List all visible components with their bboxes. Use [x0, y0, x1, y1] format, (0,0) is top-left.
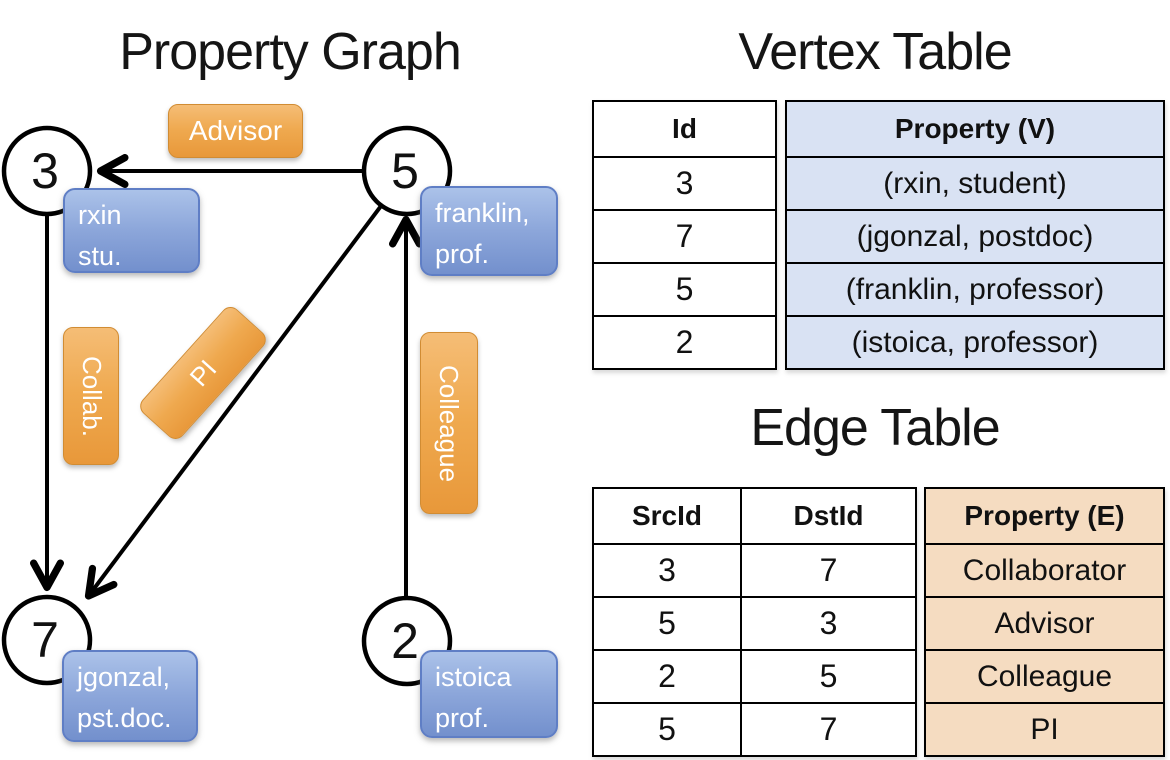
node-3-id: 3	[31, 143, 59, 199]
vertex-table-id-cell: 3	[594, 156, 775, 209]
edge-table-property-cell: Collaborator	[926, 543, 1163, 596]
edge-table-property-header: Property (E)	[926, 489, 1163, 543]
edge-table-property-cell: Advisor	[926, 596, 1163, 649]
vertex-table-property-cell: (istoica, professor)	[787, 315, 1163, 368]
vertex-2-property-line2: prof.	[435, 702, 490, 733]
property-graph-title: Property Graph	[119, 23, 462, 81]
vertex-table-property-cell: (rxin, student)	[787, 156, 1163, 209]
edge-table-srcid-cell: 5	[594, 596, 742, 649]
vertex-7-property-line2: pst.doc.	[77, 702, 172, 733]
vertex-table-id-cell: 2	[594, 315, 775, 368]
edge-table-property-cell: PI	[926, 702, 1163, 755]
vertex-table-id-cell: 5	[594, 262, 775, 315]
edge-table-title: Edge Table	[750, 399, 1000, 457]
edge-table-property-cell: Colleague	[926, 649, 1163, 702]
vertex-table-property-cell: (jgonzal, postdoc)	[787, 209, 1163, 262]
edge-table-property-column: Property (E) Collaborator Advisor Collea…	[924, 487, 1165, 757]
edge-table-srcid-cell: 3	[594, 543, 742, 596]
vertex-table-property-column: Property (V) (rxin, student) (jgonzal, p…	[785, 100, 1165, 370]
edge-table-id-columns: SrcId DstId 3 7 5 3 2 5 5 7	[592, 487, 917, 757]
edge-table-srcid-cell: 2	[594, 649, 742, 702]
edge-table-dstid-cell: 3	[742, 596, 915, 649]
edge-label-advisor: Advisor	[168, 104, 303, 158]
edge-label-advisor-text: Advisor	[188, 115, 283, 146]
vertex-5-property-line2: prof.	[435, 238, 490, 269]
edge-5-to-7	[84, 204, 383, 600]
vertex-5-property-box: franklin, prof.	[420, 186, 558, 276]
edge-label-colleague: Colleague	[420, 332, 478, 514]
vertex-7-property-line1: jgonzal,	[77, 662, 171, 692]
vertex-table-title: Vertex Table	[738, 23, 1012, 81]
vertex-2-property-line1: istoica	[435, 662, 512, 692]
edge-table-dstid-cell: 7	[742, 543, 915, 596]
vertex-table-id-cell: 7	[594, 209, 775, 262]
vertex-table-id-column: Id 3 7 5 2	[592, 100, 777, 370]
vertex-3-property-box: rxin stu.	[63, 188, 200, 273]
vertex-2-property-box: istoica prof.	[420, 650, 558, 738]
vertex-3-property-line1: rxin	[78, 200, 122, 230]
vertex-7-property-box: jgonzal, pst.doc.	[62, 650, 198, 742]
node-5-id: 5	[391, 143, 419, 199]
edge-table-srcid-header: SrcId	[594, 489, 742, 543]
edge-table-dstid-cell: 5	[742, 649, 915, 702]
vertex-table-property-header: Property (V)	[787, 102, 1163, 156]
edge-label-colleague-text: Colleague	[434, 364, 465, 482]
edge-table-dstid-header: DstId	[793, 500, 864, 531]
vertex-5-property-line1: franklin,	[435, 198, 530, 228]
edge-label-pi-text: PI	[183, 353, 222, 392]
edge-table-dstid-cell: 7	[742, 702, 915, 755]
vertex-3-property-line2: stu.	[78, 240, 122, 271]
node-2-id: 2	[391, 613, 419, 669]
edge-table-srcid-cell: 5	[594, 702, 742, 755]
edge-label-collab-text: Collab.	[76, 355, 107, 437]
edge-label-collab: Collab.	[63, 327, 119, 465]
node-7-id: 7	[31, 612, 59, 668]
vertex-table-id-header: Id	[672, 113, 697, 144]
vertex-table-property-cell: (franklin, professor)	[787, 262, 1163, 315]
